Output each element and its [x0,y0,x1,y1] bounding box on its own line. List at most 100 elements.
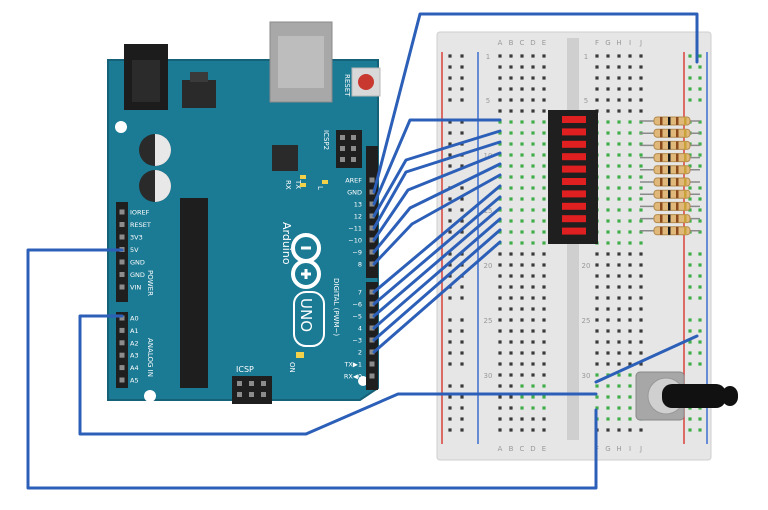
rail-hole [698,318,702,322]
arduino-logo [291,233,321,289]
rail-hole [448,142,452,146]
breadboard-hole [628,208,632,212]
header-pin[interactable] [369,261,375,267]
breadboard-hole [542,373,546,377]
header-pin[interactable] [369,249,375,255]
breadboard-hole [639,153,643,157]
rail-hole [688,417,692,421]
breadboard-hole [606,219,610,223]
header-pin[interactable] [369,373,375,379]
rail-hole [698,285,702,289]
breadboard-hole [531,230,535,234]
breadboard-column-letter: F [595,39,599,47]
header-pin[interactable] [369,289,375,295]
rail-hole [460,296,464,300]
breadboard-hole [628,76,632,80]
wire-pin-11 [372,140,502,230]
header-pin[interactable] [369,177,375,183]
breadboard-hole [509,153,513,157]
breadboard-hole [520,285,524,289]
icsp-pin [249,381,254,386]
breadboard-hole [595,340,599,344]
tx-led [300,175,306,179]
header-pin[interactable] [369,325,375,331]
rail-hole [460,406,464,410]
breadboard-hole [617,241,621,245]
rail-hole [688,65,692,69]
header-pin[interactable] [369,213,375,219]
header-pin[interactable] [119,259,125,265]
breadboard-hole [628,164,632,168]
breadboard-hole [628,417,632,421]
breadboard-hole [531,428,535,432]
breadboard-hole [606,428,610,432]
header-pin[interactable] [119,315,125,321]
breadboard-hole [617,186,621,190]
breadboard-hole [520,142,524,146]
header-pin[interactable] [369,349,375,355]
rail-hole [698,142,702,146]
icsp-header [232,376,272,404]
breadboard-hole [509,351,513,355]
led-segment [562,178,586,185]
header-pin[interactable] [369,237,375,243]
breadboard-column-letter: J [639,445,642,453]
header-pin[interactable] [119,234,125,240]
breadboard-hole [628,274,632,278]
header-pin[interactable] [369,225,375,231]
potentiometer-knob[interactable] [662,384,726,408]
breadboard-hole [617,197,621,201]
rail-hole [460,395,464,399]
header-pin[interactable] [369,313,375,319]
breadboard-hole [498,76,502,80]
header-pin[interactable] [119,272,125,277]
breadboard-hole [595,329,599,333]
header-pin[interactable] [369,361,375,367]
pin-label: A2 [130,339,139,347]
breadboard-hole [520,362,524,366]
wire-pin-12 [372,129,502,218]
rail-hole [448,54,452,58]
breadboard-hole [542,186,546,190]
breadboard-hole [520,395,524,399]
pin-label: 7 [358,289,362,297]
potentiometer[interactable] [635,371,738,421]
l-label: L [316,186,324,190]
breadboard-hole [628,65,632,69]
breadboard-hole [595,296,599,300]
breadboard-hole [617,131,621,135]
breadboard-hole [520,296,524,300]
rail-hole [448,318,452,322]
rail-hole [460,131,464,135]
header-pin[interactable] [119,327,125,333]
breadboard-hole [639,428,643,432]
resistor [653,177,691,187]
header-pin[interactable] [369,337,375,343]
header-pin[interactable] [369,201,375,207]
header-pin[interactable] [119,365,125,371]
breadboard-hole [498,131,502,135]
breadboard-hole [509,186,513,190]
led-segment [562,190,586,198]
header-pin[interactable] [369,189,375,195]
header-pin[interactable] [369,301,375,307]
pin-label: ~6 [352,301,362,309]
header-pin[interactable] [119,377,125,383]
breadboard-hole [520,131,524,135]
header-pin[interactable] [119,209,125,215]
rail-hole [448,164,452,168]
reset-button-cap[interactable] [358,74,374,90]
pin-label: GND [347,189,362,197]
rail-hole [688,76,692,80]
breadboard-hole [628,285,632,289]
header-pin[interactable] [119,352,125,358]
header-pin[interactable] [119,222,125,227]
breadboard-hole [617,98,621,102]
breadboard-hole [531,373,535,377]
breadboard-hole [498,54,502,58]
breadboard-row-number: 1 [584,53,588,61]
header-pin[interactable] [119,340,125,346]
header-pin[interactable] [119,284,125,290]
reset-label: RESET [343,74,351,97]
breadboard-hole [617,307,621,311]
